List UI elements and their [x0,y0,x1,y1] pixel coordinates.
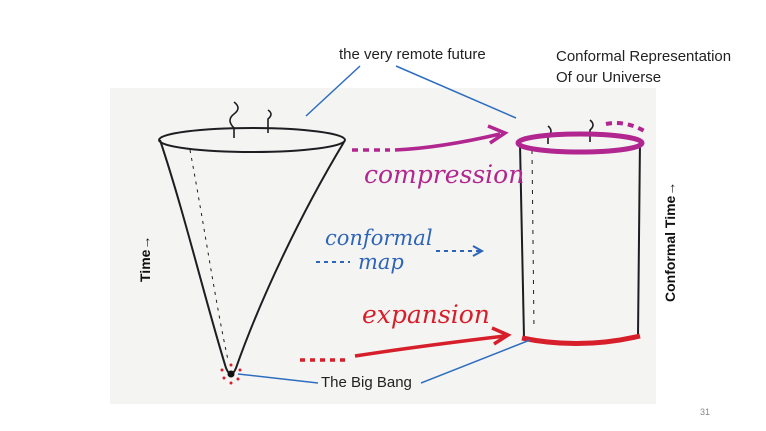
cylinder-worldline-2 [589,119,594,142]
time-axis-label: Time→ [137,235,153,282]
cylinder-top-rim [515,131,645,155]
pointer-big-bang-funnel [237,373,319,384]
conformal-text: conformal [325,226,433,250]
funnel-worldline-2 [267,109,272,133]
conformal-time-axis-label: Conformal Time→ [662,181,678,302]
pointer-remote-future-cylinder [395,65,517,119]
conformal-cylinder [519,119,641,339]
expansion-arrow [300,326,512,362]
cylinder-bottom-rim [521,333,641,347]
map-text: map [358,250,404,274]
expansion-text: expansion [362,300,490,329]
slide-number: 31 [700,407,711,417]
funnel-outline [159,139,345,375]
compression-text: compression [364,160,525,189]
compression-arrow [352,124,509,152]
conformal-map-arrow [316,245,485,263]
conformal-rep-line-2: Of our Universe [556,69,662,86]
funnel-rim [158,127,346,153]
funnel-worldline-1 [229,101,239,138]
cylinder-shading [531,149,535,331]
cylinder-left-edge [519,143,525,339]
pointer-remote-future-funnel [305,65,361,117]
remote-future-label: the very remote future [339,46,486,63]
cylinder-top-dashes [605,121,648,134]
funnel-shading [189,149,229,361]
conformal-rep-line-1: Conformal Representation [556,48,732,65]
big-bang-point [220,363,242,385]
pointer-big-bang-cylinder [420,339,531,384]
funnel-spacetime [158,101,346,375]
conformal-representation-label: Conformal Representation Of our Universe [556,46,731,88]
cylinder-right-edge [637,139,641,337]
pointer-lines [237,65,531,384]
big-bang-label: The Big Bang [321,374,412,391]
